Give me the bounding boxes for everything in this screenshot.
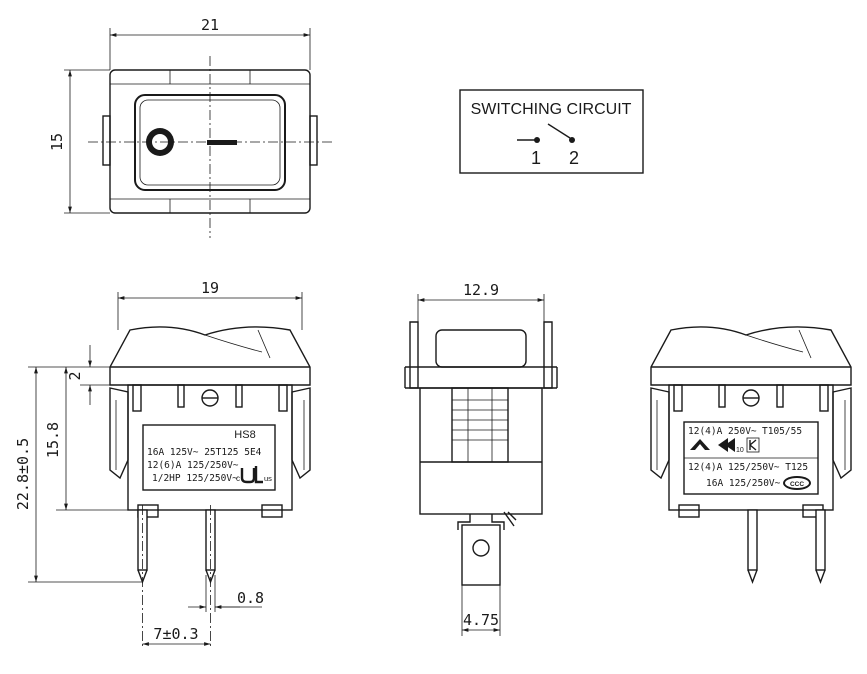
front-rating-3: 1/2HP 125/250V~ (152, 473, 238, 484)
side-rocker (435, 329, 527, 368)
back-rating-1a: 12(4)A 250V~ (688, 426, 757, 437)
dim-top-width: 21 (201, 16, 219, 34)
front-rating-1: 16A 125V~ 25T125 5E4 (147, 447, 262, 458)
ccc-cert-logo: CCC (783, 476, 811, 490)
back-view: 12(4)A 250V~ T105/55 10 12(4)A 125/250V~… (650, 326, 852, 584)
back-rating-2: 12(4)A 125/250V~ T125 (688, 462, 808, 473)
circuit-title: SWITCHING CIRCUIT (471, 101, 632, 118)
dim-tab-width: 4.75 (463, 611, 499, 629)
side-terminal-tab (461, 524, 501, 586)
ul-cert-logo: c us (236, 466, 272, 484)
dim-pin-thickness: 0.8 (237, 589, 264, 607)
side-view: 12.9 4.75 (404, 281, 558, 636)
dim-front-width: 19 (201, 279, 219, 297)
cert-k-logo: 10 (718, 438, 744, 454)
circuit-pin-2: 2 (569, 148, 579, 168)
svg-text:us: us (264, 474, 272, 483)
front-rating-2: 12(6)A 125/250V~ (147, 460, 239, 471)
circuit-terminal-1 (534, 137, 540, 143)
switching-circuit-box: SWITCHING CIRCUIT 1 2 (459, 89, 644, 174)
dim-side-width: 12.9 (463, 281, 499, 299)
front-model: HS8 (234, 429, 255, 441)
on-symbol (207, 140, 237, 145)
circuit-pin-1: 1 (531, 148, 541, 168)
back-pin-2 (815, 509, 826, 571)
dim-front-height: 15.8 (44, 422, 62, 458)
front-view: HS8 16A 125V~ 25T125 5E4 12(6)A 125/250V… (14, 279, 311, 648)
circuit-terminal-2 (569, 137, 575, 143)
dim-front-step: 2 (66, 371, 84, 380)
back-pin-1 (747, 509, 758, 571)
dim-top-height: 15 (48, 133, 66, 151)
cert-triangle-logo (690, 439, 710, 450)
dim-total-height: 22.8±0.5 (14, 438, 32, 510)
back-rating-1b: T105/55 (762, 426, 802, 437)
svg-text:CCC: CCC (790, 481, 804, 488)
side-body (419, 387, 543, 515)
svg-text:10: 10 (736, 447, 744, 454)
svg-text:c: c (236, 474, 240, 483)
back-rating-3: 16A 125/250V~ (706, 478, 781, 489)
front-label-panel (142, 424, 276, 491)
cert-box-logo (746, 437, 760, 453)
dim-pin-pitch: 7±0.3 (153, 625, 198, 643)
top-view: 21 15 (48, 16, 332, 238)
